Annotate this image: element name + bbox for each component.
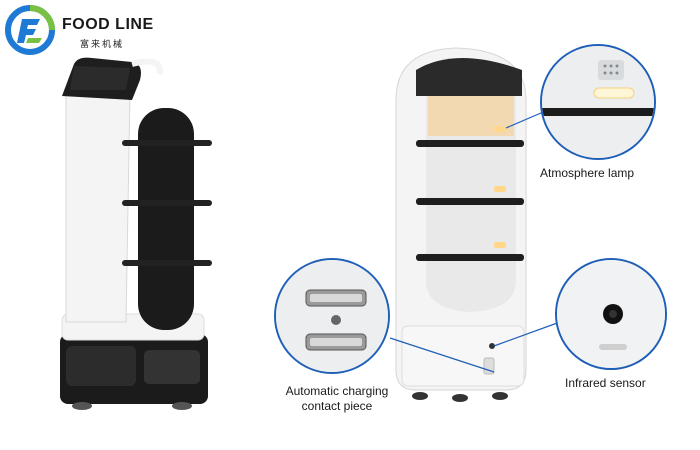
charging-contact-label-line2: contact piece (301, 399, 373, 413)
infrared-sensor-icon (557, 260, 665, 368)
infrared-sensor-callout (555, 258, 667, 370)
food-line-logo-icon (5, 5, 55, 55)
robot-front-view (395, 47, 527, 402)
charging-contact-label: Automatic charging contact piece (263, 384, 411, 414)
atmosphere-lamp-label: Atmosphere lamp (540, 166, 635, 180)
charging-contact-label-line1: Automatic charging (285, 384, 389, 398)
infrared-sensor-label: Infrared sensor (565, 376, 646, 390)
atmosphere-lamp-callout (540, 44, 656, 160)
brand-logo: FOOD LINE 富来机械 (4, 4, 174, 56)
robot-side-view (60, 57, 212, 410)
charging-contact-callout (274, 258, 390, 374)
lamp-closeup-icon (542, 46, 654, 158)
charging-contacts-icon (276, 260, 388, 372)
brand-subtitle: 富来机械 (80, 40, 125, 50)
brand-name: FOOD LINE (62, 16, 154, 33)
